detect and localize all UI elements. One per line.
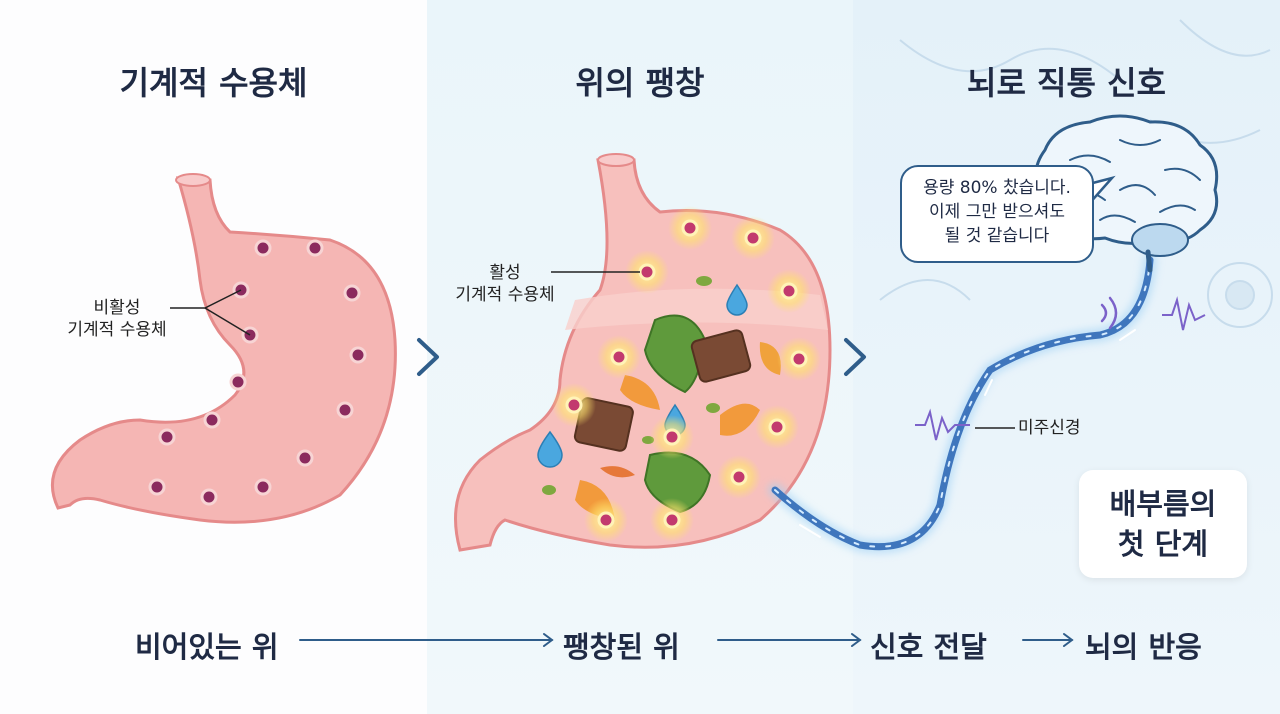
fullness-stage-badge: 배부름의 첫 단계 <box>1079 470 1247 578</box>
panel-title-receptors: 기계적 수용체 <box>119 64 308 102</box>
chevron-right-icon <box>417 338 439 376</box>
sound-wave-icon <box>1100 296 1118 330</box>
flow-step-stretched: 팽창된 위 <box>563 630 680 664</box>
stomach-empty <box>50 173 397 524</box>
panel-title-stretch: 위의 팽창 <box>575 64 705 102</box>
active-receptor-label: 활성 기계적 수용체 <box>450 262 560 306</box>
signal-wave-icon <box>915 296 1206 441</box>
flow-step-empty: 비어있는 위 <box>135 630 279 664</box>
bubble-line: 이제 그만 받으셔도 <box>929 202 1065 222</box>
flow-step-brain-response: 뇌의 반응 <box>1085 630 1202 664</box>
label-line: 활성 <box>489 263 521 283</box>
panel-title-brain-signal: 뇌로 직통 신호 <box>967 64 1166 102</box>
chevron-right-icon <box>844 338 866 376</box>
flow-step-signal: 신호 전달 <box>870 630 987 664</box>
vagus-nerve-label: 미주신경 <box>1018 418 1081 438</box>
inactive-receptor-label: 비활성 기계적 수용체 <box>62 297 172 341</box>
bubble-line: 용량 80% 찼습니다. <box>923 178 1071 198</box>
badge-line: 배부름의 <box>1109 487 1217 521</box>
label-leader-lines-1 <box>170 289 251 336</box>
brain-speech-bubble: 용량 80% 찼습니다. 이제 그만 받으셔도 될 것 같습니다 <box>900 165 1094 263</box>
label-line: 기계적 수용체 <box>67 320 167 340</box>
active-receptors <box>552 206 821 542</box>
inactive-receptors <box>148 239 367 506</box>
flow-arrows <box>299 633 1074 647</box>
label-line: 비활성 <box>93 298 141 318</box>
panel-brain-signal <box>853 0 1280 714</box>
badge-line: 첫 단계 <box>1117 527 1209 561</box>
label-line: 기계적 수용체 <box>455 285 555 305</box>
bubble-line: 될 것 같습니다 <box>944 226 1050 246</box>
vagus-nerve <box>768 253 1157 554</box>
